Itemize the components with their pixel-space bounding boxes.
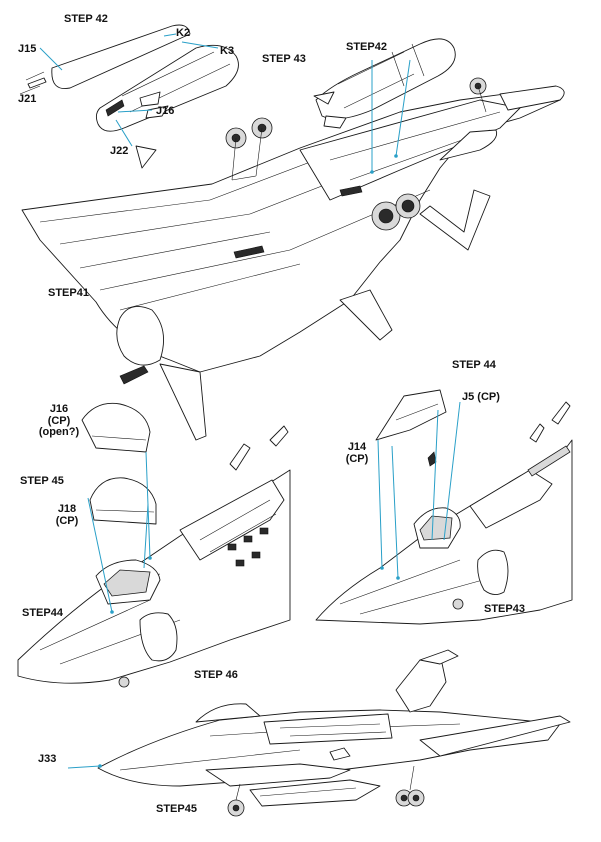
step45-reference-label: STEP45 bbox=[156, 803, 197, 815]
aircraft-side-view-drawing bbox=[97, 649, 571, 817]
cockpit-canopy-detail-drawing bbox=[315, 389, 573, 625]
part-j16-canopy-label: J16 (CP) (open?) bbox=[32, 403, 86, 439]
step41-label: STEP41 bbox=[48, 287, 89, 299]
part-k2-label: K2 bbox=[176, 27, 191, 39]
centerline-tank-drawing bbox=[313, 38, 456, 129]
part-j33-label: J33 bbox=[38, 753, 57, 765]
part-j18-number: J18 bbox=[57, 503, 77, 515]
aircraft-underside-drawing bbox=[21, 77, 565, 441]
part-j14-number: J14 bbox=[347, 441, 367, 453]
step42-tank-label: STEP42 bbox=[346, 41, 387, 53]
step46-title-label: STEP 46 bbox=[194, 669, 238, 681]
part-j5-label: J5 (CP) bbox=[462, 391, 500, 403]
part-j14-label: J14 (CP) bbox=[342, 441, 372, 465]
part-j16-canopy-note: (CP) bbox=[47, 414, 71, 427]
step45-title-label: STEP 45 bbox=[20, 475, 64, 487]
part-j16-label: J16 bbox=[156, 105, 175, 117]
part-k3-label: K3 bbox=[220, 45, 235, 57]
part-j14-note: (CP) bbox=[345, 452, 369, 465]
leader-lines bbox=[39, 33, 461, 769]
cockpit-open-canopy-drawing bbox=[17, 402, 291, 688]
step44-reference-label: STEP44 bbox=[22, 607, 63, 619]
step42-title-label: STEP 42 bbox=[64, 13, 108, 25]
drop-tank-exploded-drawing bbox=[19, 24, 239, 169]
part-j22-label: J22 bbox=[110, 145, 129, 157]
step43-reference-label: STEP43 bbox=[484, 603, 525, 615]
part-j18-note: (CP) bbox=[55, 514, 79, 527]
step43-title-label: STEP 43 bbox=[262, 53, 306, 65]
part-j15-label: J15 bbox=[18, 43, 37, 55]
part-j16-canopy-open-note: (open?) bbox=[38, 426, 80, 439]
part-j21-label: J21 bbox=[18, 93, 37, 105]
step44-title-label: STEP 44 bbox=[452, 359, 496, 371]
part-j18-label: J18 (CP) bbox=[52, 503, 82, 527]
part-j16-canopy-number: J16 bbox=[49, 403, 69, 415]
